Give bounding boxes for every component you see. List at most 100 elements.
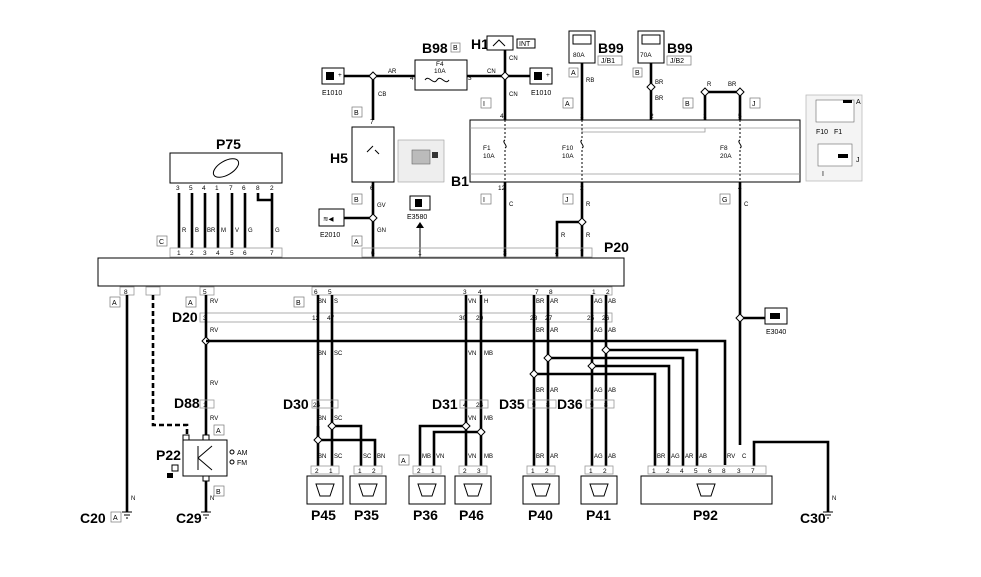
svg-text:MB: MB <box>422 454 431 460</box>
svg-text:E1010: E1010 <box>322 90 342 97</box>
svg-text:D31: D31 <box>432 396 458 412</box>
svg-text:9: 9 <box>532 402 536 409</box>
svg-text:VN: VN <box>468 299 476 305</box>
svg-text:BN: BN <box>377 454 385 460</box>
svg-text:F1: F1 <box>483 145 491 152</box>
svg-text:R: R <box>561 233 566 239</box>
svg-text:D35: D35 <box>499 396 525 412</box>
svg-text:C: C <box>509 202 514 208</box>
svg-text:G: G <box>722 197 727 204</box>
svg-text:5: 5 <box>203 289 207 296</box>
svg-text:AG: AG <box>594 328 603 334</box>
svg-text:F10: F10 <box>562 145 574 152</box>
svg-text:A: A <box>216 428 221 435</box>
svg-text:2: 2 <box>545 468 549 475</box>
svg-text:1: 1 <box>203 402 207 409</box>
svg-text:5: 5 <box>189 185 193 192</box>
svg-text:7: 7 <box>751 468 755 475</box>
svg-text:BR: BR <box>536 388 545 394</box>
svg-text:R: R <box>707 82 712 88</box>
svg-text:RV: RV <box>210 299 218 305</box>
svg-text:A: A <box>354 239 359 246</box>
svg-text:P92: P92 <box>693 507 718 523</box>
svg-text:P40: P40 <box>528 507 553 523</box>
svg-text:H: H <box>484 299 488 305</box>
svg-text:CN: CN <box>487 69 496 75</box>
svg-text:BR: BR <box>657 454 666 460</box>
svg-text:A: A <box>188 300 193 307</box>
svg-text:B: B <box>354 197 359 204</box>
h1-switch: H1 INT <box>471 35 536 52</box>
svg-text:1: 1 <box>589 468 593 475</box>
svg-text:≋◀: ≋◀ <box>323 216 334 223</box>
svg-text:B: B <box>354 110 359 117</box>
location-inset: A F10 F1 J I <box>805 94 863 182</box>
svg-text:24: 24 <box>313 402 321 409</box>
svg-text:BR: BR <box>536 299 545 305</box>
svg-text:9: 9 <box>590 402 594 409</box>
svg-text:3: 3 <box>463 289 467 296</box>
svg-text:E3580: E3580 <box>407 214 427 221</box>
svg-text:S: S <box>334 299 338 305</box>
svg-text:2: 2 <box>650 113 654 120</box>
svg-text:10A: 10A <box>562 153 574 160</box>
svg-text:C: C <box>744 202 749 208</box>
svg-text:6: 6 <box>314 289 318 296</box>
fuse-b99-70a: 70A B99 J/B2 B BR BR <box>632 30 693 120</box>
svg-text:SC: SC <box>334 454 343 460</box>
svg-text:+: + <box>546 72 550 79</box>
svg-text:B: B <box>216 489 221 496</box>
svg-text:AR: AR <box>550 454 559 460</box>
svg-text:P36: P36 <box>413 507 438 523</box>
svg-text:AR: AR <box>388 69 397 75</box>
svg-text:F1: F1 <box>834 129 842 136</box>
svg-text:P45: P45 <box>311 507 336 523</box>
svg-text:6: 6 <box>243 250 247 257</box>
svg-text:F10: F10 <box>816 129 828 136</box>
svg-text:B99: B99 <box>667 40 693 56</box>
svg-text:1: 1 <box>703 113 707 120</box>
svg-text:MB: MB <box>484 454 493 460</box>
svg-text:7: 7 <box>580 250 584 257</box>
svg-text:D88: D88 <box>174 395 200 411</box>
svg-text:I: I <box>483 197 485 204</box>
svg-text:B98: B98 <box>422 40 448 56</box>
svg-text:3: 3 <box>176 185 180 192</box>
svg-text:BR: BR <box>655 80 664 86</box>
svg-text:J: J <box>856 157 860 164</box>
svg-text:AR: AR <box>685 454 694 460</box>
svg-text:7: 7 <box>535 289 539 296</box>
svg-text:B: B <box>635 70 640 77</box>
svg-text:BN: BN <box>318 454 326 460</box>
svg-text:4: 4 <box>216 250 220 257</box>
ref-e3580: E3580 <box>407 195 431 258</box>
svg-text:N: N <box>131 496 135 502</box>
svg-text:5: 5 <box>230 250 234 257</box>
svg-text:AB: AB <box>608 454 616 460</box>
svg-text:F8: F8 <box>720 145 728 152</box>
svg-text:RV: RV <box>210 416 218 422</box>
svg-text:20A: 20A <box>720 153 732 160</box>
svg-text:C29: C29 <box>176 510 202 526</box>
svg-text:D30: D30 <box>283 396 309 412</box>
svg-text:AG: AG <box>671 454 680 460</box>
svg-text:D36: D36 <box>557 396 583 412</box>
svg-text:B: B <box>453 45 458 52</box>
svg-text:1: 1 <box>592 289 596 296</box>
svg-text:A: A <box>113 515 118 522</box>
svg-text:BR: BR <box>728 82 737 88</box>
svg-text:8: 8 <box>549 289 553 296</box>
svg-text:C20: C20 <box>80 510 106 526</box>
svg-text:6: 6 <box>371 250 375 257</box>
svg-text:C: C <box>159 239 164 246</box>
svg-text:F4: F4 <box>436 61 444 68</box>
svg-text:6: 6 <box>708 468 712 475</box>
svg-text:FM: FM <box>237 460 247 467</box>
svg-text:2: 2 <box>666 468 670 475</box>
